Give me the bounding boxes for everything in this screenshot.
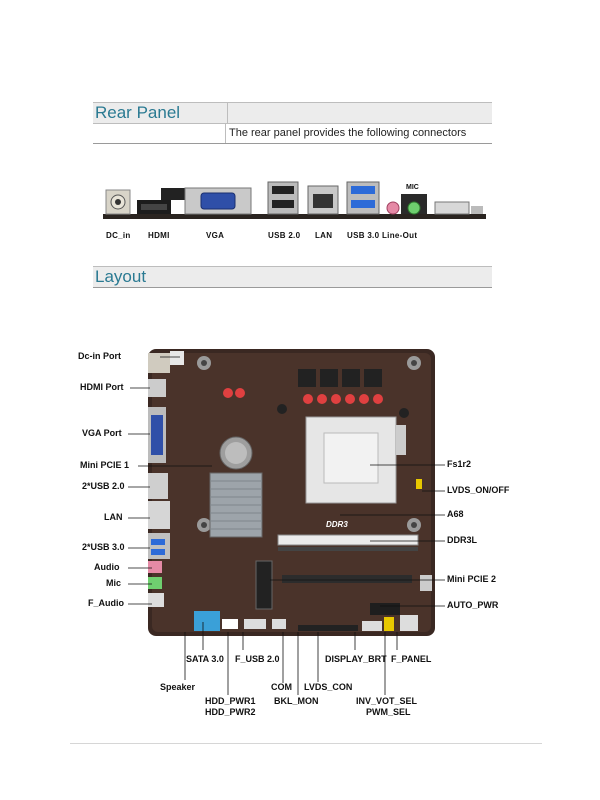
label-display-brt: DISPLAY_BRT <box>325 654 387 664</box>
label-hdd-pwr1: HDD_PWR1 <box>205 696 256 706</box>
ddr3-board-text: DDR3 <box>326 520 348 529</box>
rear-label-usb2: USB 2.0 <box>268 231 301 240</box>
rear-label-line-out: Line-Out <box>382 231 418 240</box>
label-bkl-mon: BKL_MON <box>274 696 319 706</box>
rear-io-illustration: MIC <box>103 181 486 219</box>
rear-label-vga: VGA <box>206 231 225 240</box>
rear-panel-section: Rear Panel The rear panel provides the f… <box>93 102 492 144</box>
rear-panel-header: Rear Panel <box>93 102 492 124</box>
rear-panel-title: Rear Panel <box>93 103 228 123</box>
label-usb2: 2*USB 2.0 <box>82 481 125 491</box>
label-hdmi-port: HDMI Port <box>80 382 124 392</box>
layout-section: Layout <box>93 266 492 288</box>
label-mini-pcie-2: Mini PCIE 2 <box>447 574 497 584</box>
label-lan: LAN <box>104 512 123 522</box>
label-lvds-con: LVDS_CON <box>304 682 353 692</box>
layout-title: Layout <box>95 267 147 286</box>
label-f-panel: F_PANEL <box>391 654 432 664</box>
label-speaker: Speaker <box>160 682 196 692</box>
layout-header: Layout <box>93 266 492 288</box>
footer-divider <box>70 743 542 744</box>
rear-label-lan: LAN <box>315 231 333 240</box>
label-com: COM <box>271 682 292 692</box>
label-pwm-sel: PWM_SEL <box>366 707 411 717</box>
label-a68: A68 <box>447 509 464 519</box>
label-dc-in-port: Dc-in Port <box>78 351 122 361</box>
rear-label-hdmi: HDMI <box>148 231 170 240</box>
mic-label: MIC <box>406 184 419 191</box>
label-inv-vot-sel: INV_VOT_SEL <box>356 696 418 706</box>
label-mic: Mic <box>106 578 122 588</box>
rear-label-dc-in: DC_in <box>106 231 131 240</box>
motherboard-illustration: DDR3 <box>148 349 435 636</box>
rear-label-usb3: USB 3.0 <box>347 231 380 240</box>
label-f-usb: F_USB 2.0 <box>235 654 280 664</box>
label-sata: SATA 3.0 <box>186 654 224 664</box>
label-ddr3l: DDR3L <box>447 535 478 545</box>
rear-panel-subrow: The rear panel provides the following co… <box>93 124 492 144</box>
label-auto-pwr: AUTO_PWR <box>447 600 499 610</box>
label-mini-pcie-1: Mini PCIE 1 <box>80 460 130 470</box>
label-lvds-on-off: LVDS_ON/OFF <box>447 485 510 495</box>
label-usb3: 2*USB 3.0 <box>82 542 125 552</box>
rear-panel-description: The rear panel provides the following co… <box>229 127 467 139</box>
label-audio: Audio <box>94 562 120 572</box>
label-vga-port: VGA Port <box>82 428 122 438</box>
label-fs1r2: Fs1r2 <box>447 459 472 469</box>
label-f-audio: F_Audio <box>88 598 124 608</box>
label-hdd-pwr2: HDD_PWR2 <box>205 707 256 717</box>
